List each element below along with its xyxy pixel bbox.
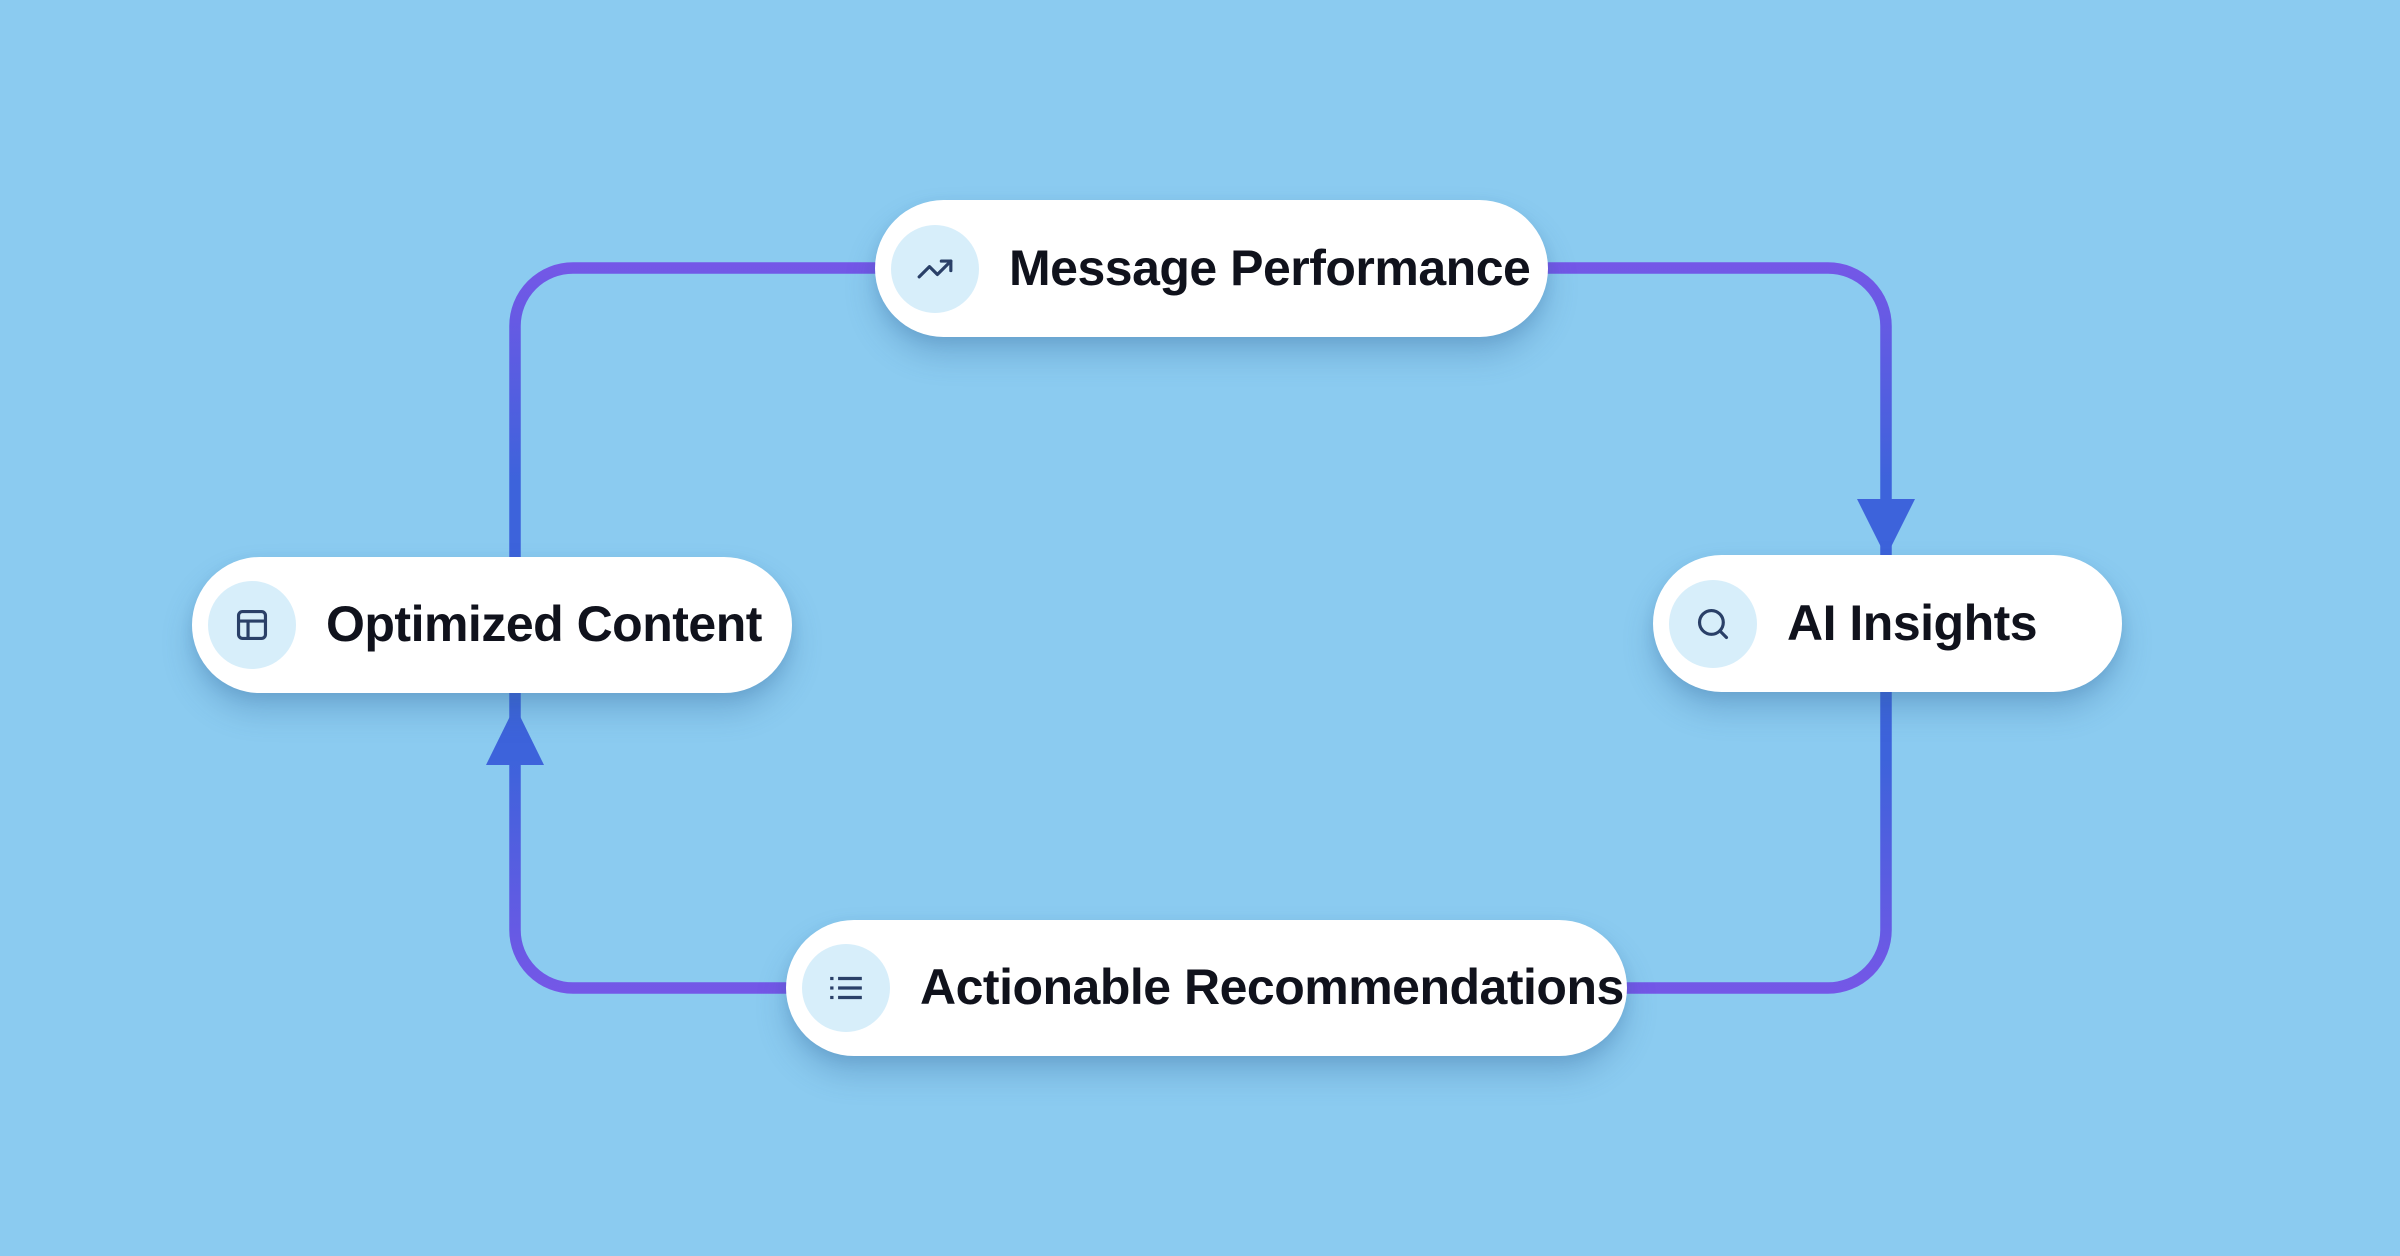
icon-circle — [1669, 579, 1757, 668]
node-optimized-content: Optimized Content — [192, 557, 792, 693]
trending-up-icon — [917, 259, 953, 278]
node-actionable-recommendations: Actionable Recommendations — [786, 920, 1627, 1056]
icon-circle — [802, 944, 890, 1032]
search-icon — [1697, 608, 1729, 639]
arrowhead-up-into-optimized-content — [486, 706, 544, 765]
list-icon — [830, 976, 862, 1000]
node-ai-insights: AI Insights — [1653, 555, 2122, 692]
node-label: Optimized Content — [326, 596, 762, 652]
node-label: Actionable Recommendations — [920, 959, 1624, 1015]
node-label: Message Performance — [1009, 239, 1531, 296]
icon-circle — [208, 581, 296, 669]
icon-circle — [891, 224, 979, 313]
node-label: AI Insights — [1787, 594, 2038, 651]
layout-panel-icon — [236, 609, 268, 641]
node-message-performance: Message Performance — [875, 200, 1548, 337]
arrowhead-down-into-ai-insights — [1857, 499, 1915, 557]
